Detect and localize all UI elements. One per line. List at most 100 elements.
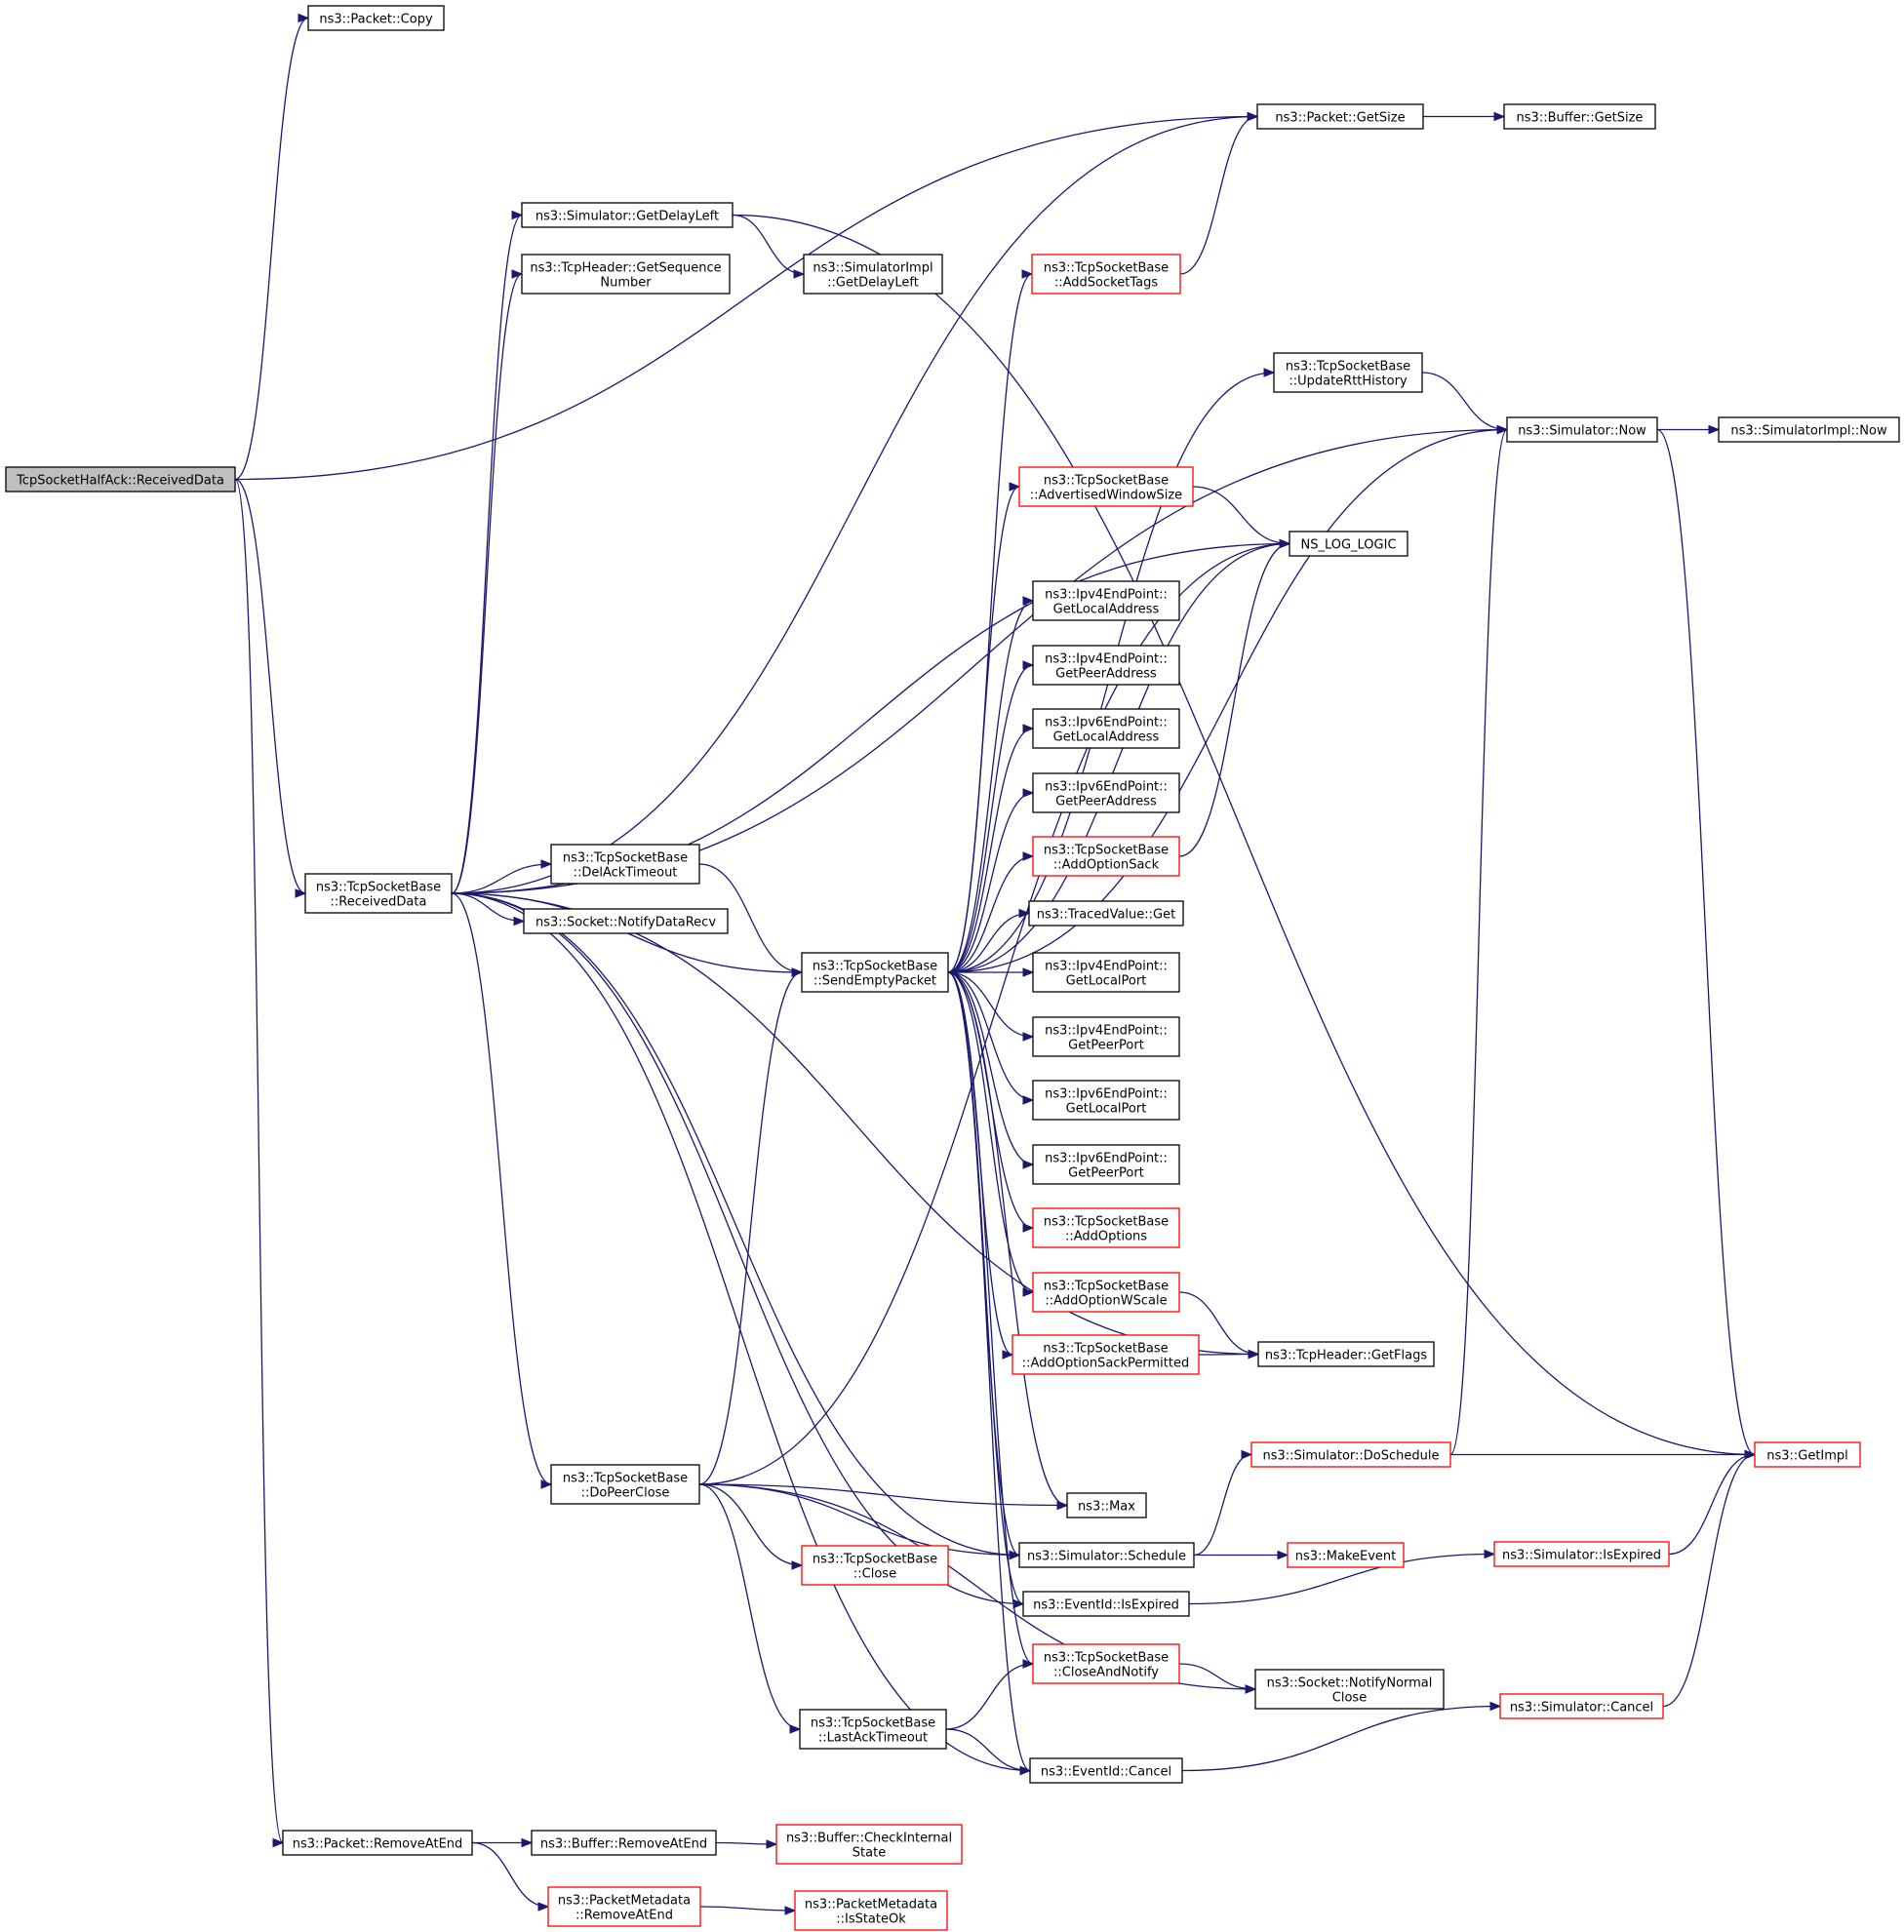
node-sim-doschedule[interactable]: ns3::Simulator::DoSchedule xyxy=(1250,1441,1451,1468)
edge-line xyxy=(699,1906,796,1912)
arrowhead-icon xyxy=(1493,111,1506,122)
call-edge xyxy=(471,1841,550,1912)
node-label: GetPeerPort xyxy=(1068,1039,1144,1053)
node-max[interactable]: ns3::Max xyxy=(1066,1492,1147,1518)
node-label: ns3::Socket::NotifyNormal xyxy=(1267,1676,1433,1691)
node-socket-notifydatarecv[interactable]: ns3::Socket::NotifyDataRecv xyxy=(523,908,729,934)
arrowhead-icon xyxy=(1022,660,1035,670)
node-label: ::AddOptionWScale xyxy=(1045,1294,1167,1309)
call-edge xyxy=(234,478,285,1848)
node-packet-copy[interactable]: ns3::Packet::Copy xyxy=(307,5,445,31)
node-box xyxy=(523,908,729,934)
node-ipv6-getpeeraddr[interactable]: ns3::Ipv6EndPoint::GetPeerAddress xyxy=(1032,772,1180,813)
node-tcpheader-getflags[interactable]: ns3::TcpHeader::GetFlags xyxy=(1257,1341,1435,1367)
node-sim-now[interactable]: ns3::Simulator::Now xyxy=(1506,416,1658,443)
arrowhead-icon xyxy=(1009,1550,1021,1560)
call-edge xyxy=(947,269,1034,973)
node-buffer-removeatend[interactable]: ns3::Buffer::RemoveAtEnd xyxy=(531,1830,717,1856)
arrowhead-icon xyxy=(1241,1449,1253,1460)
call-edge xyxy=(715,1839,778,1849)
edge-line xyxy=(947,273,1033,973)
node-packet-getsize[interactable]: ns3::Packet::GetSize xyxy=(1256,103,1424,130)
node-box xyxy=(1499,1693,1664,1719)
call-edge xyxy=(698,1483,1069,1511)
node-label: NS_LOG_LOGIC xyxy=(1300,538,1396,553)
call-edge xyxy=(732,214,806,279)
call-edge xyxy=(699,1906,797,1915)
edge-line xyxy=(451,273,523,894)
node-packet-removeatend[interactable]: ns3::Packet::RemoveAtEnd xyxy=(282,1830,473,1856)
node-eventid-isexpired[interactable]: ns3::EventId::IsExpired xyxy=(1022,1591,1190,1617)
node-ipv4-getpeeraddr[interactable]: ns3::Ipv4EndPoint::GetPeerAddress xyxy=(1032,645,1180,686)
call-edge xyxy=(451,424,1509,894)
node-box xyxy=(1273,352,1423,393)
edge-line xyxy=(732,214,805,275)
arrowhead-icon xyxy=(1496,424,1509,435)
node-box xyxy=(1493,1541,1670,1567)
node-sim-isexpired[interactable]: ns3::Simulator::IsExpired xyxy=(1493,1541,1670,1567)
node-tsb-addsockettags[interactable]: ns3::TcpSocketBase::AddSocketTags xyxy=(1031,254,1181,295)
arrowhead-icon xyxy=(1022,1659,1035,1669)
edge-line xyxy=(1421,372,1508,431)
node-box xyxy=(1032,580,1180,621)
edge-line xyxy=(1449,428,1508,1456)
node-tsb-lastacktimeout[interactable]: ns3::TcpSocketBase::LastAckTimeout xyxy=(799,1709,947,1750)
node-eventid-cancel[interactable]: ns3::EventId::Cancel xyxy=(1029,1757,1183,1784)
node-label: ns3::TcpSocketBase xyxy=(813,960,937,974)
node-label: ns3::Buffer::GetSize xyxy=(1517,111,1644,126)
node-tsb-dopeerclose[interactable]: ns3::TcpSocketBase::DoPeerClose xyxy=(550,1464,700,1505)
node-tsb-addoptsack[interactable]: ns3::TcpSocketBase::AddOptionSack xyxy=(1032,836,1180,877)
edge-line xyxy=(947,664,1034,973)
node-label: ns3::Ipv4EndPoint:: xyxy=(1045,588,1168,603)
node-pktmeta-removeatend[interactable]: ns3::PacketMetadata::RemoveAtEnd xyxy=(547,1886,701,1927)
node-ipv4-getpeerport[interactable]: ns3::Ipv4EndPoint::GetPeerPort xyxy=(1032,1016,1180,1057)
node-getimpl[interactable]: ns3::GetImpl xyxy=(1754,1441,1861,1468)
node-makeevent[interactable]: ns3::MakeEvent xyxy=(1287,1542,1405,1568)
edge-line xyxy=(947,428,1508,973)
node-label: ::CloseAndNotify xyxy=(1053,1666,1159,1680)
node-ipv6-getlocalport[interactable]: ns3::Ipv6EndPoint::GetLocalPort xyxy=(1032,1080,1180,1121)
call-edge xyxy=(1668,1449,1757,1556)
call-edge xyxy=(451,892,553,1489)
node-tsb-advwin[interactable]: ns3::TcpSocketBase::AdvertisedWindowSize xyxy=(1018,466,1194,507)
node-box xyxy=(550,844,700,885)
node-tsb-sendempty[interactable]: ns3::TcpSocketBase::SendEmptyPacket xyxy=(801,952,949,993)
node-tracedvalue-get[interactable]: ns3::TracedValue::Get xyxy=(1028,900,1184,927)
node-tsb-addoptwscale[interactable]: ns3::TcpSocketBase::AddOptionWScale xyxy=(1032,1272,1180,1313)
node-tsb-updatertt[interactable]: ns3::TcpSocketBase::UpdateRttHistory xyxy=(1273,352,1423,393)
call-edge xyxy=(1656,428,1757,1460)
node-label: ns3::TcpSocketBase xyxy=(316,881,441,895)
edge-line xyxy=(698,971,803,1485)
arrowhead-icon xyxy=(1247,111,1259,122)
node-label: ns3::Simulator::GetDelayLeft xyxy=(536,210,719,224)
call-edge xyxy=(1188,1549,1496,1605)
node-sim-getdelayleft[interactable]: ns3::Simulator::GetDelayLeft xyxy=(521,202,734,228)
node-tsb-close[interactable]: ns3::TcpSocketBase::Close xyxy=(801,1545,949,1586)
node-tsb-addoptsackperm[interactable]: ns3::TcpSocketBase::AddOptionSackPermitt… xyxy=(1012,1334,1200,1375)
node-ipv6-getlocaladdr[interactable]: ns3::Ipv6EndPoint::GetLocalAddress xyxy=(1032,708,1180,749)
node-sim-cancel[interactable]: ns3::Simulator::Cancel xyxy=(1499,1693,1664,1719)
node-tsb-delacktimeout[interactable]: ns3::TcpSocketBase::DelAckTimeout xyxy=(550,844,700,885)
node-buffer-getsize[interactable]: ns3::Buffer::GetSize xyxy=(1503,103,1656,130)
node-box xyxy=(521,254,731,295)
node-pktmeta-isstateok[interactable]: ns3::PacketMetadata::IsStateOk xyxy=(794,1890,948,1931)
node-ipv4-getlocaladdr[interactable]: ns3::Ipv4EndPoint::GetLocalAddress xyxy=(1032,580,1180,621)
arrowhead-icon xyxy=(1019,1765,1032,1776)
node-simimpl-now[interactable]: ns3::SimulatorImpl::Now xyxy=(1718,416,1900,443)
node-ipv4-getlocalport[interactable]: ns3::Ipv4EndPoint::GetLocalPort xyxy=(1032,952,1180,993)
node-ipv6-getpeerport[interactable]: ns3::Ipv6EndPoint::GetPeerPort xyxy=(1032,1144,1180,1185)
node-tsb-receiveddata[interactable]: ns3::TcpSocketBase::ReceivedData xyxy=(304,873,453,914)
arrowhead-icon xyxy=(1018,908,1031,919)
node-tsb-addoptions[interactable]: ns3::TcpSocketBase::AddOptions xyxy=(1032,1207,1180,1248)
node-box xyxy=(1287,1542,1405,1568)
node-ns-log-logic[interactable]: NS_LOG_LOGIC xyxy=(1289,531,1408,557)
node-simimpl-getdelayleft[interactable]: ns3::SimulatorImpl::GetDelayLeft xyxy=(803,254,943,295)
call-edge xyxy=(947,971,1035,1042)
node-tsb-closeandnotify[interactable]: ns3::TcpSocketBase::CloseAndNotify xyxy=(1032,1643,1180,1684)
edge-line xyxy=(451,892,552,1485)
edge-line xyxy=(1192,486,1290,545)
node-sim-schedule[interactable]: ns3::Simulator::Schedule xyxy=(1018,1542,1195,1568)
